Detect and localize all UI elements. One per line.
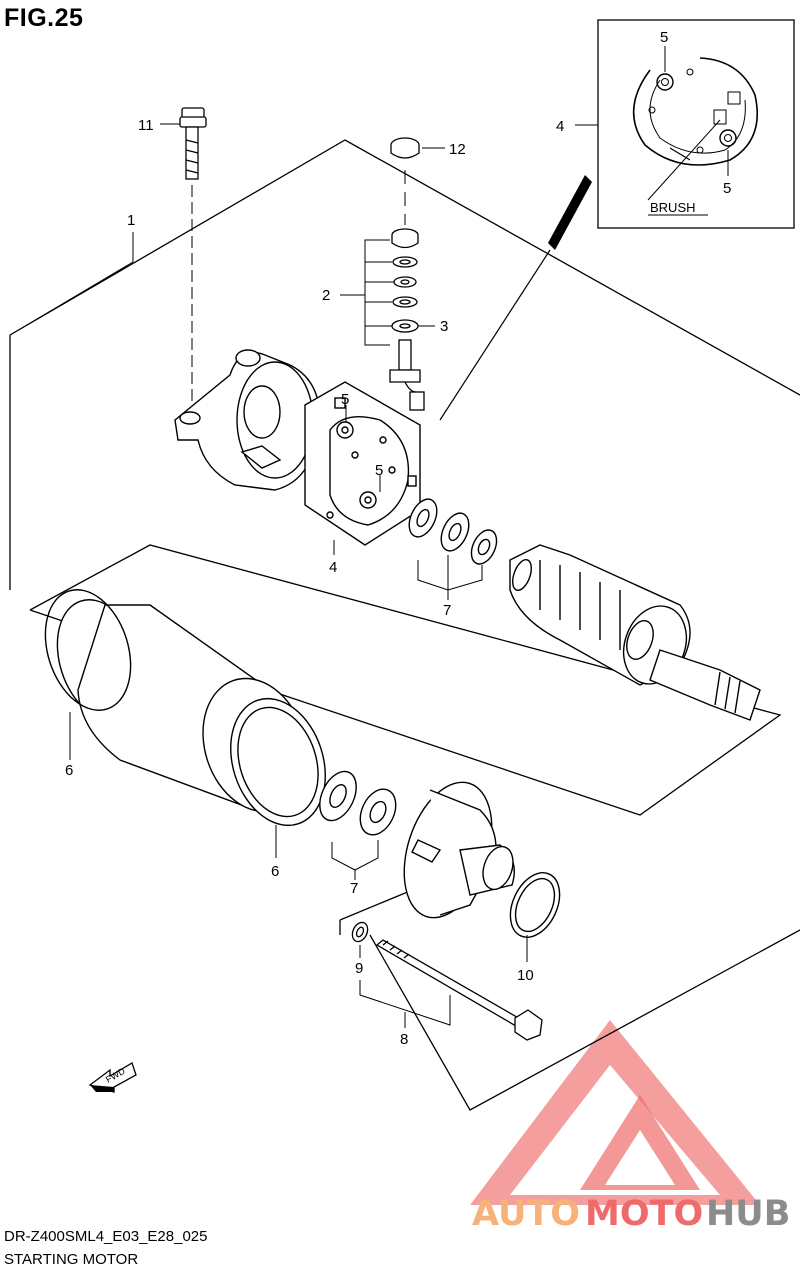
watermark-text: AUTO MOTO HUB [472, 1194, 790, 1234]
yoke-housing [44, 589, 326, 827]
brush-plate [304, 381, 421, 546]
fwd-arrow-icon: FWD [88, 1062, 137, 1093]
callout-1: 1 [127, 212, 135, 229]
figure-name: STARTING MOTOR [4, 1251, 139, 1268]
callout-8: 8 [400, 1031, 408, 1048]
brush-label: BRUSH [650, 200, 696, 215]
washer-9 [351, 921, 369, 943]
nut-12 [390, 137, 420, 159]
o-ring-10 [509, 872, 561, 938]
assembly-outline [9, 139, 800, 1111]
watermark-logo [470, 1020, 760, 1205]
rear-cover [174, 349, 321, 491]
washers-7-upper [408, 498, 498, 565]
watermark-part-1: AUTO [472, 1194, 580, 1234]
terminal-hardware-stack [389, 228, 425, 411]
callout-2: 2 [322, 287, 330, 304]
inset-pointer [548, 175, 592, 250]
callout-4-main: 4 [329, 559, 337, 576]
watermark-part-2: MOTO [585, 1194, 703, 1234]
callout-10: 10 [517, 967, 534, 984]
armature [509, 544, 761, 721]
callout-7-upper: 7 [443, 602, 451, 619]
callout-9: 9 [355, 960, 363, 977]
callout-5-lower: 5 [375, 462, 383, 479]
bolt-11 [179, 107, 207, 180]
callout-numbers: 1 2 3 4 4 5 5 5 5 6 6 7 7 8 9 10 11 12 B… [65, 29, 731, 1048]
washers-7-lower [319, 770, 397, 836]
watermark-part-3: HUB [706, 1194, 790, 1234]
callout-leaders [9, 232, 528, 962]
callout-5-upper: 5 [341, 391, 349, 408]
figure-title: FIG.25 [4, 4, 84, 32]
front-cover [403, 781, 515, 919]
callout-6-left: 6 [65, 762, 73, 779]
callout-4-inset: 4 [556, 118, 564, 135]
callout-11: 11 [138, 117, 154, 134]
callout-7-lower: 7 [350, 880, 358, 897]
callout-5-inset-top: 5 [660, 29, 668, 46]
callout-5-inset-bottom: 5 [723, 180, 731, 197]
callout-12: 12 [449, 141, 466, 158]
brush-inset-box [575, 19, 795, 229]
model-code: DR-Z400SML4_E03_E28_025 [4, 1228, 208, 1245]
through-bolt-8 [375, 939, 543, 1041]
callout-3: 3 [440, 318, 448, 335]
callout-6-right: 6 [271, 863, 279, 880]
